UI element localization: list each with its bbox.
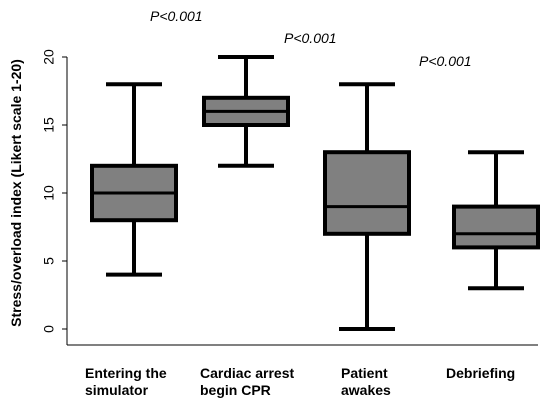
y-tick-label: 10	[41, 185, 57, 201]
iqr-box	[323, 150, 411, 236]
iqr-box	[452, 204, 540, 250]
category-label: Patient	[341, 365, 388, 381]
category-label: Cardiac arrest	[200, 365, 295, 381]
box-1	[202, 55, 290, 168]
category-label: simulator	[85, 382, 149, 398]
category-label: begin CPR	[200, 382, 271, 398]
category-label: Debriefing	[446, 365, 515, 381]
box-0	[90, 82, 178, 277]
axes	[62, 56, 538, 346]
y-tick-label: 5	[41, 257, 57, 265]
y-tick-label: 15	[41, 117, 57, 133]
category-label: awakes	[341, 382, 391, 398]
y-axis-label: Stress/overload index (Likert scale 1-20…	[8, 59, 24, 327]
boxes	[90, 55, 540, 331]
y-tick-label: 0	[41, 325, 57, 333]
p-value-annotation: P<0.001	[419, 53, 472, 69]
box-3	[452, 150, 540, 291]
category-label: Entering the	[85, 365, 167, 381]
y-tick-label: 20	[41, 49, 57, 65]
p-value-annotation: P<0.001	[284, 30, 337, 46]
box-2	[323, 82, 411, 331]
p-value-annotation: P<0.001	[150, 8, 203, 24]
